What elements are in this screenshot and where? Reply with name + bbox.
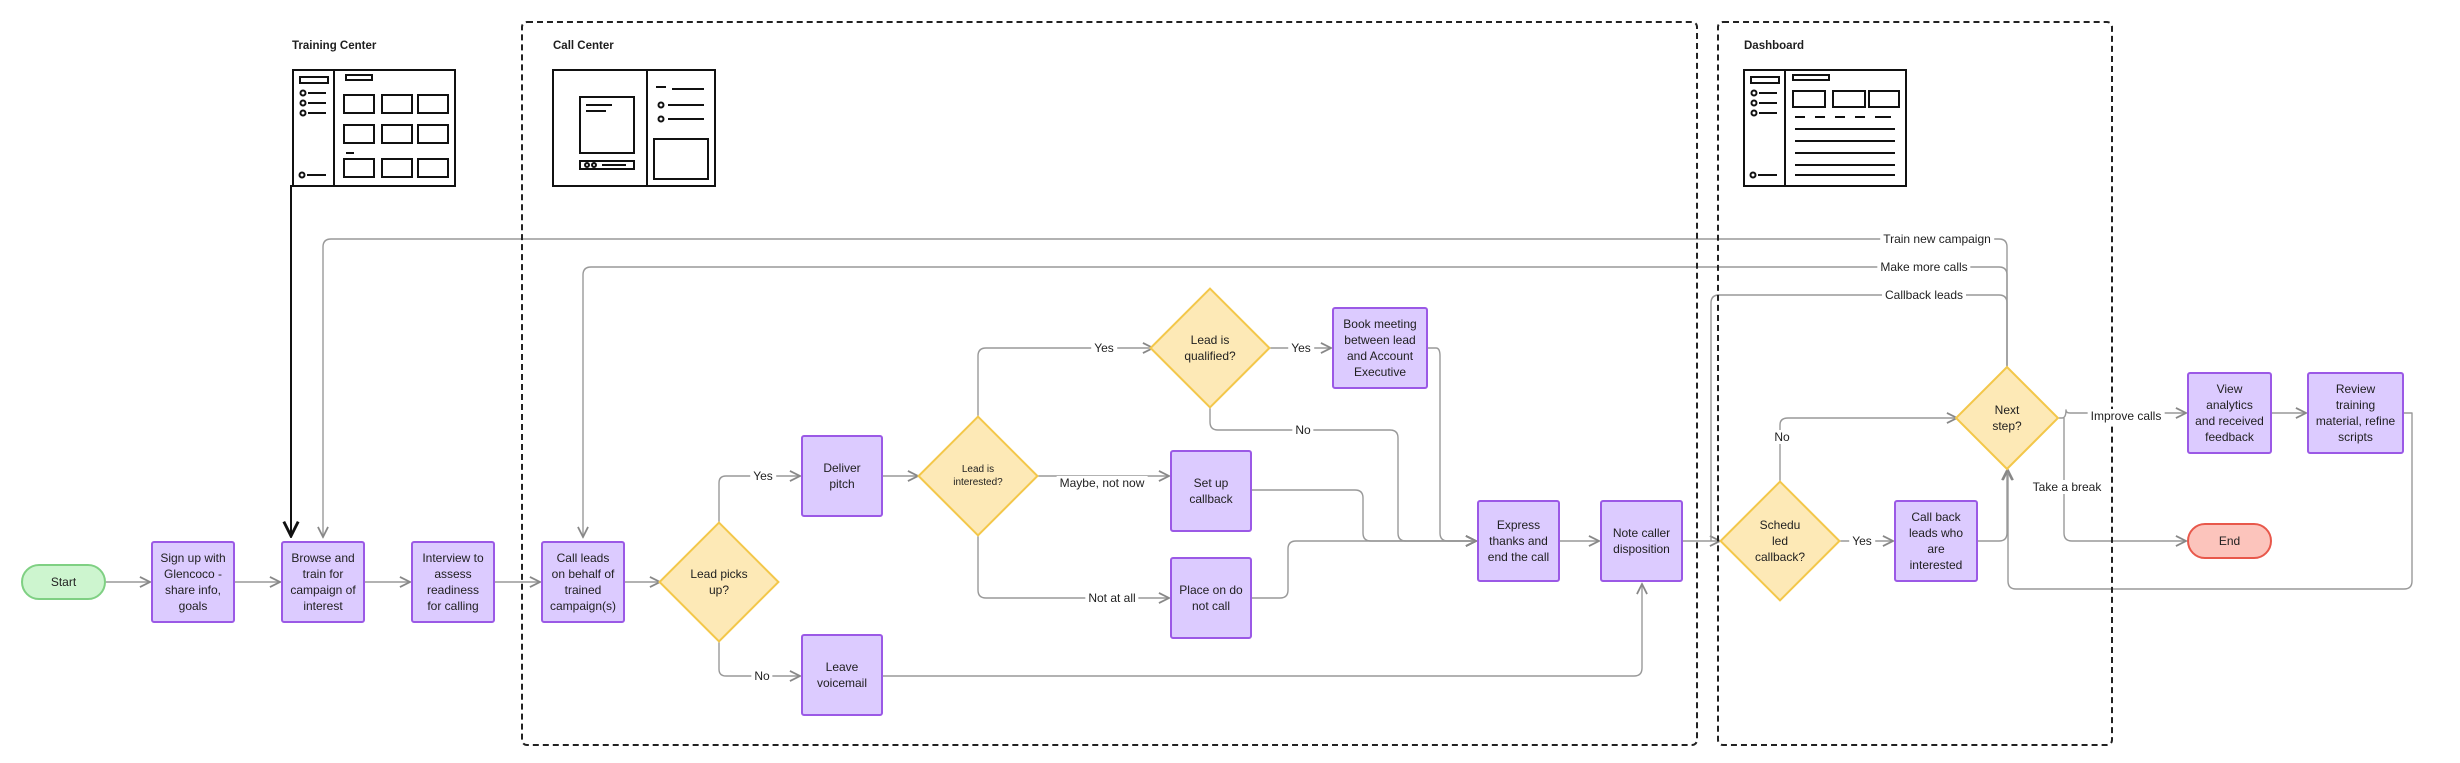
edge-review-next xyxy=(2008,412,2413,590)
callback-leads-label: Callback leads xyxy=(1881,288,1967,302)
lead-picks-up-label: Lead picks up? xyxy=(690,566,748,597)
express-thanks-step[interactable]: Express thanks and end the call xyxy=(1477,500,1560,582)
train-new-campaign-label: Train new campaign xyxy=(1880,232,1994,246)
qualified-no-label: No xyxy=(1292,423,1314,437)
end-terminal[interactable]: End xyxy=(2187,523,2272,559)
edge-make-more-calls xyxy=(583,266,2008,537)
next-step-decision[interactable]: Next step? xyxy=(1947,358,2067,478)
edge-callback-next xyxy=(1978,470,2007,542)
note-disposition-step[interactable]: Note caller disposition xyxy=(1600,500,1683,582)
pickup-yes-label: Yes xyxy=(750,469,776,483)
qualified-yes-label: Yes xyxy=(1288,341,1314,355)
edge-voicemail-note xyxy=(883,584,1642,677)
lead-interested-decision[interactable]: Lead is interested? xyxy=(917,415,1039,537)
call-back-leads-step[interactable]: Call back leads who are interested xyxy=(1894,500,1978,582)
view-analytics-step[interactable]: View analytics and received feedback xyxy=(2187,372,2272,454)
dashboard-title: Dashboard xyxy=(1744,40,1805,52)
lead-interested-label: Lead is interested? xyxy=(953,463,1003,489)
dashboard-section xyxy=(1717,21,2113,746)
interested-maybe-label: Maybe, not now xyxy=(1056,476,1148,490)
book-meeting-step[interactable]: Book meeting between lead and Account Ex… xyxy=(1332,307,1428,389)
call-center-wireframe xyxy=(552,69,716,187)
review-training-step[interactable]: Review training material, refine scripts xyxy=(2307,372,2404,454)
scheduled-callback-decision[interactable]: Schedu led callback? xyxy=(1719,480,1841,602)
edge-callback-leads xyxy=(1710,294,2008,541)
edge-sched-no xyxy=(1779,418,1957,481)
training-center-title: Training Center xyxy=(292,40,377,52)
edge-dnc-express xyxy=(1252,541,1476,599)
edge-next-break xyxy=(2063,418,2186,541)
edge-interested-yes xyxy=(977,348,1153,418)
edge-pickup-yes xyxy=(718,476,800,522)
edge-pickup-no xyxy=(718,640,800,676)
sign-up-step[interactable]: Sign up with Glencoco - share info, goal… xyxy=(151,541,235,623)
set-up-callback-step[interactable]: Set up callback xyxy=(1170,450,1252,532)
improve-calls-label: Improve calls xyxy=(2087,409,2165,423)
take-a-break-label: Take a break xyxy=(2029,480,2105,494)
lead-qualified-decision[interactable]: Lead is qualified? xyxy=(1149,287,1271,409)
call-leads-step[interactable]: Call leads on behalf of trained campaign… xyxy=(541,541,625,623)
interview-step[interactable]: Interview to assess readiness for callin… xyxy=(411,541,495,623)
next-step-label: Next step? xyxy=(1992,402,2022,433)
lead-picks-up-decision[interactable]: Lead picks up? xyxy=(658,521,780,643)
scheduled-no-label: No xyxy=(1771,430,1793,444)
lead-qualified-label: Lead is qualified? xyxy=(1184,332,1236,363)
deliver-pitch-step[interactable]: Deliver pitch xyxy=(801,435,883,517)
interested-yes-label: Yes xyxy=(1091,341,1117,355)
start-terminal[interactable]: Start xyxy=(21,564,106,600)
edge-train-new-campaign xyxy=(323,238,2008,537)
edge-qualified-no xyxy=(1209,405,1476,541)
leave-voicemail-step[interactable]: Leave voicemail xyxy=(801,634,883,716)
call-center-title: Call Center xyxy=(553,40,614,52)
scheduled-yes-label: Yes xyxy=(1849,534,1875,548)
training-center-wireframe xyxy=(292,69,456,187)
place-do-not-call-step[interactable]: Place on do not call xyxy=(1170,557,1252,639)
browse-train-step[interactable]: Browse and train for campaign of interes… xyxy=(281,541,365,623)
edge-interested-notatall xyxy=(977,534,1169,598)
edge-next-improve xyxy=(2057,410,2186,418)
interested-not-at-all-label: Not at all xyxy=(1085,591,1139,605)
call-center-section xyxy=(521,21,1698,746)
make-more-calls-label: Make more calls xyxy=(1877,260,1971,274)
scheduled-callback-label: Schedu led callback? xyxy=(1754,517,1806,565)
dashboard-wireframe xyxy=(1743,69,1907,187)
pickup-no-label: No xyxy=(751,669,773,683)
